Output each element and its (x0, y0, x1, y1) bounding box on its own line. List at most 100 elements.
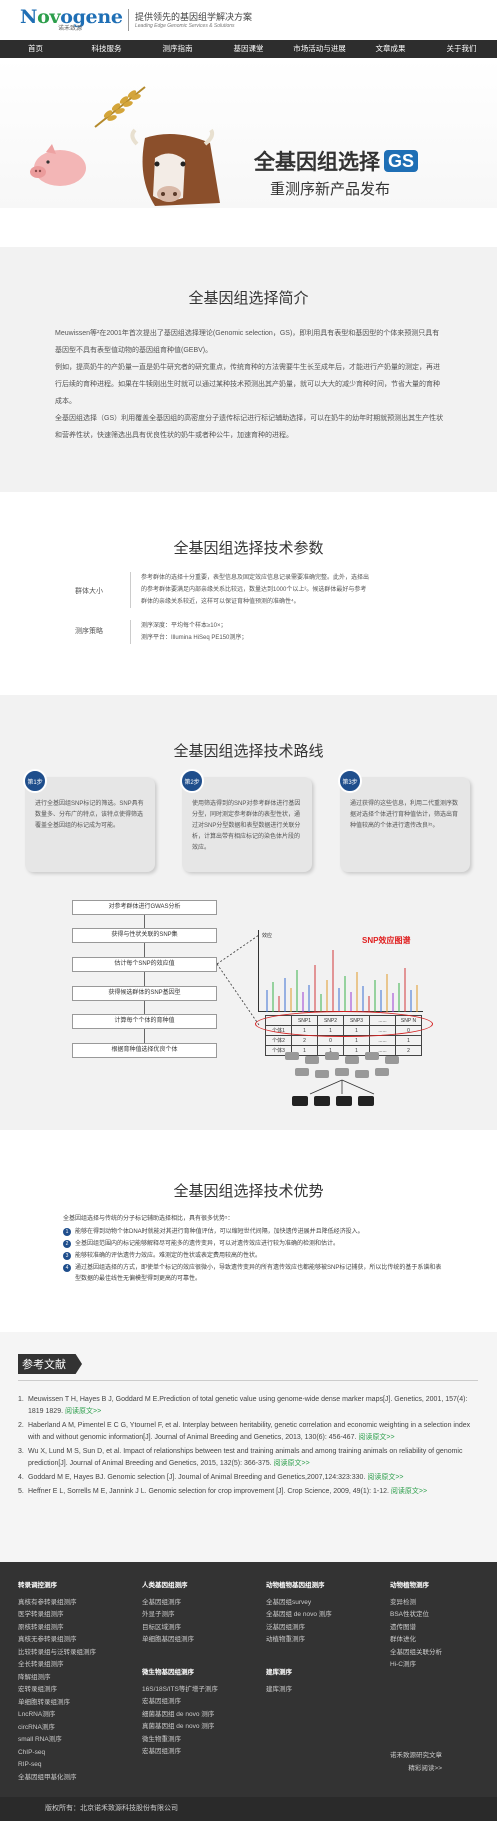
footer-link[interactable]: 微生物重测序 (142, 1735, 181, 1743)
footer-link[interactable]: 16S/18S/ITS等扩增子测序 (142, 1685, 218, 1693)
footer-column-plant-animal-seq: 动物植物测序 变异检测 BSA性状定位 遗传图谱 群体进化 全基因组关联分析 H… (390, 1580, 442, 1672)
nav-services[interactable]: 科技服务 (91, 44, 122, 53)
footer-link[interactable]: circRNA测序 (18, 1723, 55, 1731)
flow-arrow (144, 1001, 145, 1014)
footer-link[interactable]: Hi-C测序 (390, 1661, 416, 1668)
copyright: 版权所有：北京诺禾致源科技股份有限公司 (0, 1797, 497, 1821)
advantage-number: 2 (63, 1240, 71, 1248)
nav-classroom[interactable]: 基因课堂 (233, 44, 264, 53)
step-badge: 第2步 (180, 769, 204, 793)
footer-link[interactable]: 比较转录组与泛转录组测序 (18, 1648, 96, 1656)
cattle-icon (375, 1068, 389, 1076)
cattle-icon (358, 1096, 374, 1106)
cattle-icon (385, 1056, 399, 1064)
read-original-link[interactable]: 阅读原文>> (273, 1460, 310, 1467)
footer-link[interactable]: 单细胞基因组测序 (142, 1636, 194, 1643)
cow-image (130, 128, 220, 206)
footer-link[interactable]: 群体进化 (390, 1636, 416, 1643)
footer-column-head: 建库测序 (266, 1669, 292, 1676)
params-title: 全基因组选择技术参数 (173, 540, 324, 557)
highlight-ellipse (255, 1011, 433, 1037)
nav-about[interactable]: 关于我们 (446, 44, 477, 53)
header: Novogene 诺禾致源 提供领先的基因组学解决方案 Leading Edge… (0, 0, 497, 40)
footer-link[interactable]: ChIP-seq (18, 1748, 46, 1756)
logo[interactable]: Novogene 诺禾致源 (20, 7, 123, 33)
footer-link[interactable]: 诺禾致源研究文章 (390, 1752, 442, 1759)
footer-link[interactable]: 全基因组关联分析 (390, 1648, 442, 1656)
footer-link[interactable]: 宏转录组测序 (18, 1686, 57, 1693)
footer-link[interactable]: 变异检测 (390, 1598, 416, 1606)
intro-title: 全基因组选择简介 (188, 290, 309, 307)
param-line: 的参考群体要满足内部亲缘关系比较远，数量达到1000个以上²。候选群体最好与参考 (141, 587, 367, 593)
banner-subtitle: 重测序新产品发布 (270, 181, 391, 198)
footer-link[interactable]: 全基因组测序 (142, 1598, 181, 1606)
footer-link[interactable]: LncRNA测序 (18, 1711, 56, 1718)
footer-link[interactable]: RIP-seq (18, 1761, 42, 1768)
read-original-link[interactable]: 阅读原文>> (390, 1488, 428, 1495)
table-cell: 2 (395, 1045, 422, 1056)
footer-link[interactable]: 建库测序 (266, 1685, 292, 1693)
footer-column-head: 微生物基因组测序 (142, 1669, 194, 1676)
chart-axis-label: 效应 (262, 933, 273, 939)
footer-link[interactable]: 动植物重测序 (266, 1636, 305, 1643)
advantage-text: 通过基因组选择的方式，即使单个标记的效应很微小，导致遗传变异的所有遗传效应也都能… (75, 1265, 442, 1282)
flow-arrow (144, 1029, 145, 1043)
footer-link[interactable]: 泛基因组测序 (266, 1623, 305, 1631)
cattle-icon (285, 1052, 299, 1060)
footer-link[interactable]: 医学转录组测序 (18, 1611, 64, 1618)
footer-link[interactable]: 精彩阅读>> (408, 1764, 442, 1772)
read-original-link[interactable]: 阅读原文>> (358, 1434, 395, 1441)
footer-link[interactable]: 细菌基因组 de novo 测序 (142, 1710, 215, 1718)
nav-home[interactable]: 首页 (28, 44, 43, 53)
footer-link[interactable]: 单细胞转录组测序 (18, 1698, 70, 1706)
route-title: 全基因组选择技术路线 (173, 743, 324, 760)
banner: 重测序新产品发布 (0, 58, 497, 208)
references-title: 参考文献 (18, 1354, 82, 1374)
tagline-en: Leading Edge Genomic Services & Solution… (135, 22, 235, 29)
flow-step: 获得与性状关联的SNP集 (72, 928, 217, 943)
footer-link[interactable]: 原核转录组测序 (18, 1623, 64, 1631)
footer-column-microbe: 微生物基因组测序 16S/18S/ITS等扩增子测序 宏基因组测序 细菌基因组 … (142, 1667, 218, 1759)
table-cell: 1 (395, 1035, 422, 1046)
snp-chart-title: SNP效应图谱 (362, 936, 411, 945)
table-row: 个体3 1 1 1 ...... 2 (265, 1045, 422, 1056)
flow-step: 对参考群体进行GWAS分析 (72, 900, 217, 915)
footer-link[interactable]: 降解组测序 (18, 1673, 51, 1681)
footer-link[interactable]: 全基因组survey (266, 1598, 312, 1606)
param-label: 测序策略 (75, 628, 103, 635)
table-cell: ...... (369, 1035, 396, 1046)
param-line: 测序深度：平均每个样本≥10×； (141, 623, 227, 629)
tagline-cn: 提供领先的基因组学解决方案 (135, 11, 253, 22)
footer-link[interactable]: 全基因组 de novo 测序 (266, 1611, 332, 1618)
advantage-text: 全基因组范围内的标记能够解释尽可能多的遗传变异，可以对遗传效应进行较为准确的检测… (75, 1241, 340, 1247)
footer-link[interactable]: 真核有参转录组测序 (18, 1598, 77, 1606)
read-original-link[interactable]: 阅读原文>> (367, 1474, 404, 1481)
advantages-section: 全基因组选择技术优势 全基因组选择与传统的分子标记辅助选择相比，具有很多优势⁵：… (0, 1130, 497, 1332)
flow-arrow (144, 943, 145, 957)
step-text: 进行全基因组SNP标记的筛选。SNP具有数量多、分布广的特点，该特点使得筛选覆盖… (35, 801, 144, 829)
footer-link[interactable]: 全长转录组测序 (18, 1661, 64, 1668)
footer-link[interactable]: 宏基因组测序 (142, 1748, 181, 1755)
nav-guide[interactable]: 测序指南 (162, 44, 193, 53)
footer-link[interactable]: BSA性状定位 (390, 1611, 430, 1618)
nav-articles[interactable]: 文章成果 (375, 44, 406, 53)
flow-step: 根据育种值选择优良个体 (72, 1043, 217, 1058)
footer-link[interactable]: 外显子测序 (142, 1611, 175, 1618)
param-row-strategy: 测序策略 测序深度：平均每个样本≥10×； 测序平台：Illumina HiSe… (75, 620, 420, 644)
nav-events[interactable]: 市场活动与进展 (293, 44, 346, 53)
advantage-number: 4 (63, 1264, 71, 1272)
footer-link[interactable]: small RNA测序 (18, 1736, 62, 1743)
footer-link[interactable]: 遗传图谱 (390, 1623, 416, 1631)
cattle-icons (285, 1052, 399, 1106)
footer-link[interactable]: 真菌基因组 de novo 测序 (142, 1723, 215, 1730)
params-section: 全基因组选择技术参数 群体大小 参考群体的选择十分重要，表型信息及固定效应信息记… (0, 492, 497, 695)
step-card-1: 第1步 进行全基因组SNP标记的筛选。SNP具有数量多、分布广的特点，该特点使得… (23, 769, 155, 872)
footer-link[interactable]: 全基因组甲基化测序 (18, 1773, 77, 1781)
advantage-number: 1 (63, 1228, 71, 1236)
wheat-image (94, 86, 146, 128)
footer-link[interactable]: 宏基因组测序 (142, 1698, 181, 1705)
footer-link[interactable]: 真核无参转录组测序 (18, 1636, 77, 1643)
footer-column-transcriptome: 转录调控测序 真核有参转录组测序 医学转录组测序 原核转录组测序 真核无参转录组… (18, 1580, 96, 1784)
footer-link[interactable]: 目标区域测序 (142, 1623, 181, 1631)
read-original-link[interactable]: 阅读原文>> (65, 1408, 102, 1415)
